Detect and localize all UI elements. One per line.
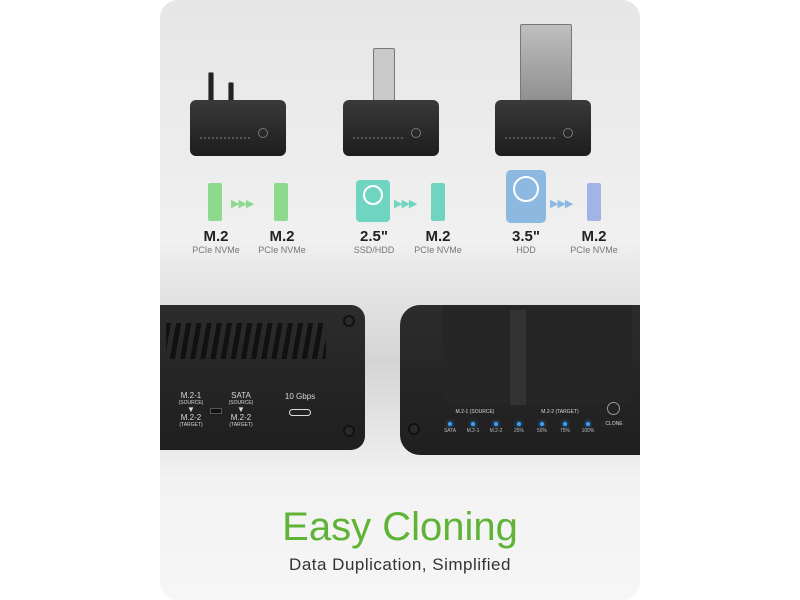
led-m2-2: M.2-2 <box>486 422 506 434</box>
led-sata: SATA <box>440 422 460 434</box>
mode2-source-label: 2.5"SSD/HDD <box>353 228 395 255</box>
arrow-icon: ▶▶▶ <box>550 198 573 210</box>
dock-m2-to-m2-image <box>190 72 286 156</box>
slot2-label: M.2-2 (TARGET) <box>541 409 579 415</box>
subheadline: Data Duplication, Simplified <box>289 555 511 574</box>
dock-35-to-m2-image <box>495 24 591 156</box>
m2-drive-icon <box>208 183 222 221</box>
headline: Easy Cloning <box>282 505 518 549</box>
arrow-icon: ▶▶▶ <box>231 198 254 210</box>
slot1-label: M.2-1 (SOURCE) <box>455 409 495 415</box>
mode-switch[interactable] <box>210 408 222 414</box>
vent-slots <box>166 323 326 359</box>
led-75: 75% <box>555 422 575 434</box>
led-100: 100% <box>578 422 598 434</box>
hdd-icon <box>506 170 546 223</box>
usb-speed-label: 10 Gbps <box>284 392 316 401</box>
m2-drive-icon <box>431 183 445 221</box>
arrow-icon: ▶▶▶ <box>394 198 417 210</box>
dock-25-to-m2-image <box>343 48 439 156</box>
usb-c-port[interactable] <box>289 409 311 416</box>
hdd-icon <box>356 180 390 222</box>
led-m2-1: M.2-1 <box>463 422 483 434</box>
mode-sata-m2-label: SATA(SOURCE)▼M.2-2(TARGET) <box>228 391 254 429</box>
m2-drive-icon <box>274 183 288 221</box>
mode3-source-label: 3.5"HDD <box>512 228 540 255</box>
mode-m2-m2-label: M.2-1(SOURCE)▼M.2-2(TARGET) <box>178 391 204 429</box>
m2-drive-icon <box>587 183 601 221</box>
led-50: 50% <box>532 422 552 434</box>
clone-label: CLONE <box>605 421 623 427</box>
led-25: 25% <box>509 422 529 434</box>
clone-button[interactable] <box>607 402 620 415</box>
back-panel-device <box>160 305 365 450</box>
